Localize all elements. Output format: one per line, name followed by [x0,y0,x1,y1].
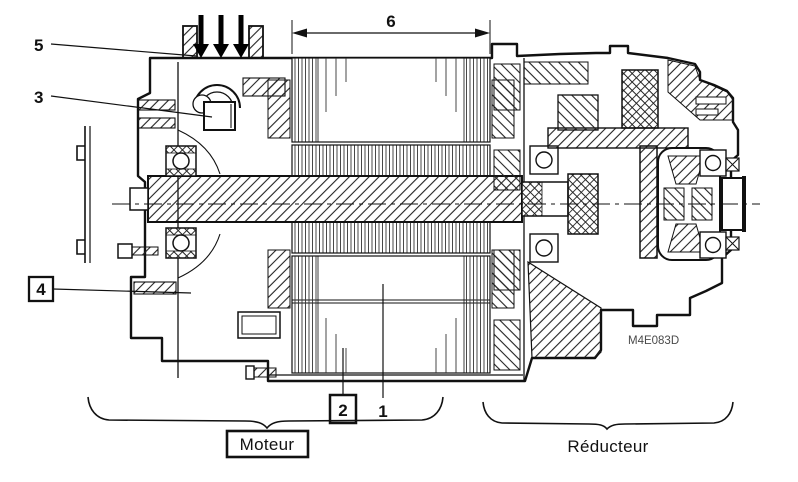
terminal-box [237,311,281,339]
reducer-brace [482,401,734,431]
stator-core-bottom [291,255,491,374]
left-mounting-plate [76,126,91,263]
callout-3: 3 [34,88,43,107]
callout-4: 4 [36,280,46,299]
callout-4-box [27,275,55,303]
callout-5: 5 [34,36,43,55]
fixing-bolt-left [117,243,159,259]
callout-2: 2 [338,401,347,420]
reducer-label: Réducteur [567,437,648,456]
end-shield [493,58,525,381]
callout-4-leader [52,288,192,294]
callout-1: 1 [378,402,387,421]
motor-bearing-lower [165,227,197,259]
dimension-6: 6 [291,12,491,54]
callout-2-box [328,393,358,425]
stator-core-top [291,57,491,143]
airflow-arrows-icon [193,15,249,58]
motor-brace [87,396,444,430]
motor-bearing-upper [165,145,197,177]
callout-5-leader [50,43,197,57]
air-intake [182,25,264,59]
callout-3-leader [50,95,213,118]
drawing-code: M4E083D [628,335,679,347]
annotations: 5 3 4 2 1 6 M4E083D Moteur Réducteur [27,12,734,459]
rotor-lamination-top [291,144,491,177]
motor-label: Moteur [240,435,295,454]
callout-6: 6 [386,12,395,31]
rotor-lamination-bottom [291,221,491,254]
rotor-shaft [129,175,523,223]
fixing-bolt-bottom [245,365,277,380]
motor-label-box [225,429,310,459]
